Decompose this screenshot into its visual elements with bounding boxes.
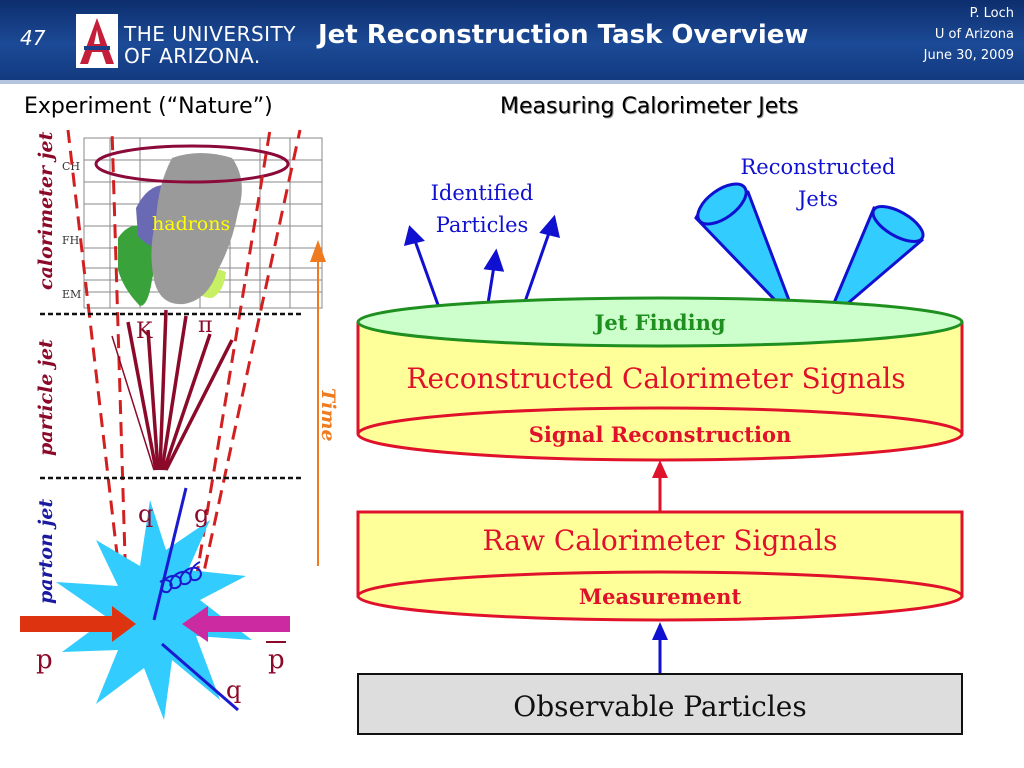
time-label: Time xyxy=(317,388,339,442)
calorimeter-jet-label: calorimeter jet xyxy=(35,131,57,290)
reconstructed-jets-line2: Jets xyxy=(796,187,838,211)
jet-ring xyxy=(94,144,290,184)
header-bar: 47 THE UNIVERSITY OF ARIZONA. Jet Recons… xyxy=(0,0,1024,84)
layer-em-label: EM xyxy=(62,288,81,301)
antiproton-label: p xyxy=(268,645,285,675)
layer-fh-label: FH xyxy=(62,234,79,247)
particle-jet-label: particle jet xyxy=(35,339,57,456)
pion-label: π xyxy=(198,313,212,338)
quark-line-down xyxy=(161,642,239,712)
observable-particles-label: Observable Particles xyxy=(513,690,807,723)
jet-finding-ellipse xyxy=(356,296,964,348)
identified-particles-line1: Identified xyxy=(431,181,534,205)
particle-tracks xyxy=(111,309,234,471)
kaon-label: K xyxy=(136,319,153,344)
slide-title: Jet Reconstruction Task Overview xyxy=(318,20,809,50)
slide-number: 47 xyxy=(20,26,46,50)
signal-reconstruction-label: Signal Reconstruction xyxy=(529,422,791,447)
reconstructed-jets-line1: Reconstructed xyxy=(740,155,895,179)
jet-finding-label: Jet Finding xyxy=(592,310,725,335)
university-name-line1: THE UNIVERSITY xyxy=(124,22,296,46)
university-name-line2: OF ARIZONA. xyxy=(124,44,261,68)
proton-label: p xyxy=(36,645,53,675)
gluon-g-label: g xyxy=(194,500,209,528)
reconstructed-jet-cones xyxy=(694,182,925,326)
measurement-ellipse xyxy=(356,570,964,622)
author: P. Loch xyxy=(969,6,1014,21)
experiment-diagram: CH FH EM hadrons K π Time calorimeter je… xyxy=(20,129,339,720)
identified-particles-line2: Particles xyxy=(436,213,529,237)
experiment-heading: Experiment (“Nature”) xyxy=(24,94,273,119)
parton-jet-label: parton jet xyxy=(35,499,57,604)
gluon-spiral xyxy=(159,561,202,594)
green-shower-blob xyxy=(118,225,156,306)
proton-beam-arrow xyxy=(20,606,136,642)
observable-particles-box xyxy=(357,673,963,735)
header-stripe xyxy=(0,80,1024,84)
identified-particle-arrows xyxy=(403,214,560,317)
date: June 30, 2009 xyxy=(923,48,1014,63)
quark-q1-label: q xyxy=(138,500,153,528)
reco-signals-label: Reconstructed Calorimeter Signals xyxy=(406,362,905,395)
antiproton-beam-arrow xyxy=(182,606,290,642)
measurement-label: Measurement xyxy=(579,584,742,609)
affiliation: U of Arizona xyxy=(934,27,1014,42)
measuring-heading: Measuring Calorimeter Jets xyxy=(500,94,799,119)
quark-line-up xyxy=(152,487,188,621)
university-logo-icon xyxy=(76,14,118,68)
measurement-diagram: Identified Particles Reconstructed Jets … xyxy=(356,155,964,735)
collision-star xyxy=(56,500,252,720)
raw-signals-label: Raw Calorimeter Signals xyxy=(483,524,838,557)
gray-shower-blob xyxy=(151,153,242,305)
time-arrow-head xyxy=(310,240,326,262)
hadrons-label: hadrons xyxy=(152,213,230,235)
layer-ch-label: CH xyxy=(62,160,80,173)
quark-q2-label: q xyxy=(226,676,241,704)
